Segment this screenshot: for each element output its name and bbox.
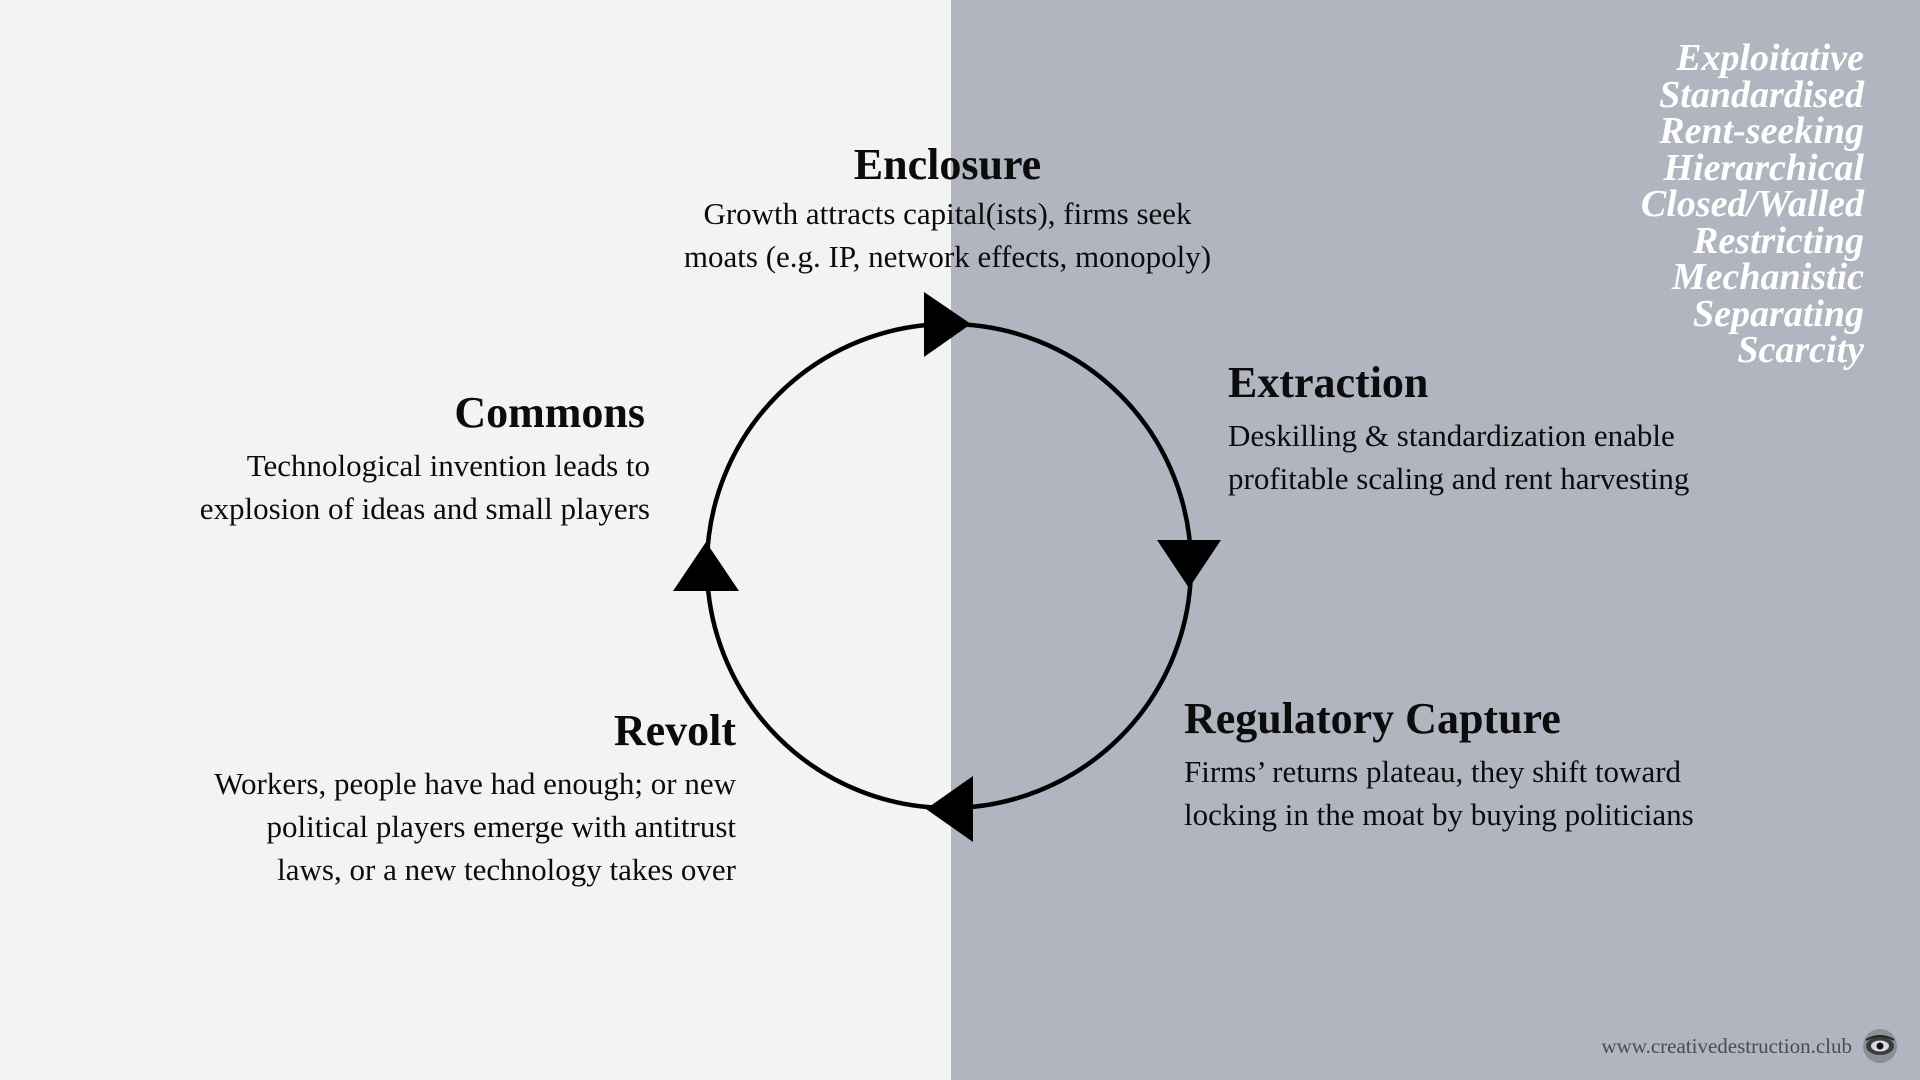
stage-description-commons: Technological invention leads to explosi… <box>150 444 650 530</box>
stage-title-extraction: Extraction <box>1228 358 1429 407</box>
stage-revolt: Revolt Workers, people have had enough; … <box>150 706 736 891</box>
description-line: moats (e.g. IP, network effects, monopol… <box>683 239 1212 274</box>
arrow-capture-to-revolt <box>926 776 973 842</box>
description-line: locking in the moat by buying politician… <box>1184 797 1694 832</box>
description-line: Growth attracts capital(ists), firms see… <box>703 196 1192 231</box>
stage-commons: Commons Technological invention leads to… <box>150 388 650 530</box>
description-line: explosion of ideas and small players <box>199 491 650 526</box>
left-background-panel <box>0 0 951 1080</box>
stage-regulatory-capture: Regulatory Capture Firms’ returns platea… <box>1184 694 1744 836</box>
stage-description-regulatory-capture: Firms’ returns plateau, they shift towar… <box>1184 750 1744 836</box>
description-line: Deskilling & standardization enable <box>1228 418 1675 453</box>
trait-item: Scarcity <box>1737 329 1864 371</box>
stage-title-regulatory-capture: Regulatory Capture <box>1184 694 1561 743</box>
arrow-revolt-to-commons <box>673 542 739 591</box>
right-background-panel <box>951 0 1920 1080</box>
stage-description-revolt: Workers, people have had enough; or new … <box>150 762 736 891</box>
traits-list: Exploitative Standardised Rent-seeking H… <box>1640 37 1864 371</box>
trait-item: Exploitative <box>1676 37 1864 79</box>
trait-item: Rent-seeking <box>1659 110 1864 152</box>
description-line: Workers, people have had enough; or new <box>214 766 736 801</box>
stage-description-extraction: Deskilling & standardization enable prof… <box>1228 414 1748 500</box>
trait-item: Separating <box>1692 292 1864 335</box>
trait-item: Hierarchical <box>1663 146 1864 189</box>
arrow-extraction-to-capture <box>1157 540 1221 588</box>
description-line: Technological invention leads to <box>246 448 650 483</box>
description-line: Firms’ returns plateau, they shift towar… <box>1184 754 1682 789</box>
trait-item: Restricting <box>1692 219 1864 262</box>
trait-item: Closed/Walled <box>1640 183 1864 225</box>
stage-title-commons: Commons <box>454 388 645 437</box>
description-line: laws, or a new technology takes over <box>277 852 736 887</box>
arrow-enclosure-to-extraction <box>924 292 971 357</box>
footer: www.creativedestruction.club <box>1601 1028 1898 1064</box>
description-line: profitable scaling and rent harvesting <box>1228 461 1690 496</box>
trait-item: Mechanistic <box>1671 256 1864 298</box>
footer-url-link[interactable]: www.creativedestruction.club <box>1601 1033 1852 1058</box>
stage-description-enclosure: Growth attracts capital(ists), firms see… <box>660 192 1235 278</box>
engraved-portrait-logo-icon <box>1863 1029 1897 1063</box>
stage-title-revolt: Revolt <box>613 706 736 755</box>
cycle-ring <box>704 321 1194 811</box>
stage-title-enclosure: Enclosure <box>853 140 1042 189</box>
trait-item: Standardised <box>1659 73 1864 116</box>
description-line: political players emerge with antitrust <box>266 809 736 844</box>
stage-extraction: Extraction Deskilling & standardization … <box>1228 358 1748 500</box>
stage-enclosure: Enclosure Growth attracts capital(ists),… <box>660 140 1235 278</box>
